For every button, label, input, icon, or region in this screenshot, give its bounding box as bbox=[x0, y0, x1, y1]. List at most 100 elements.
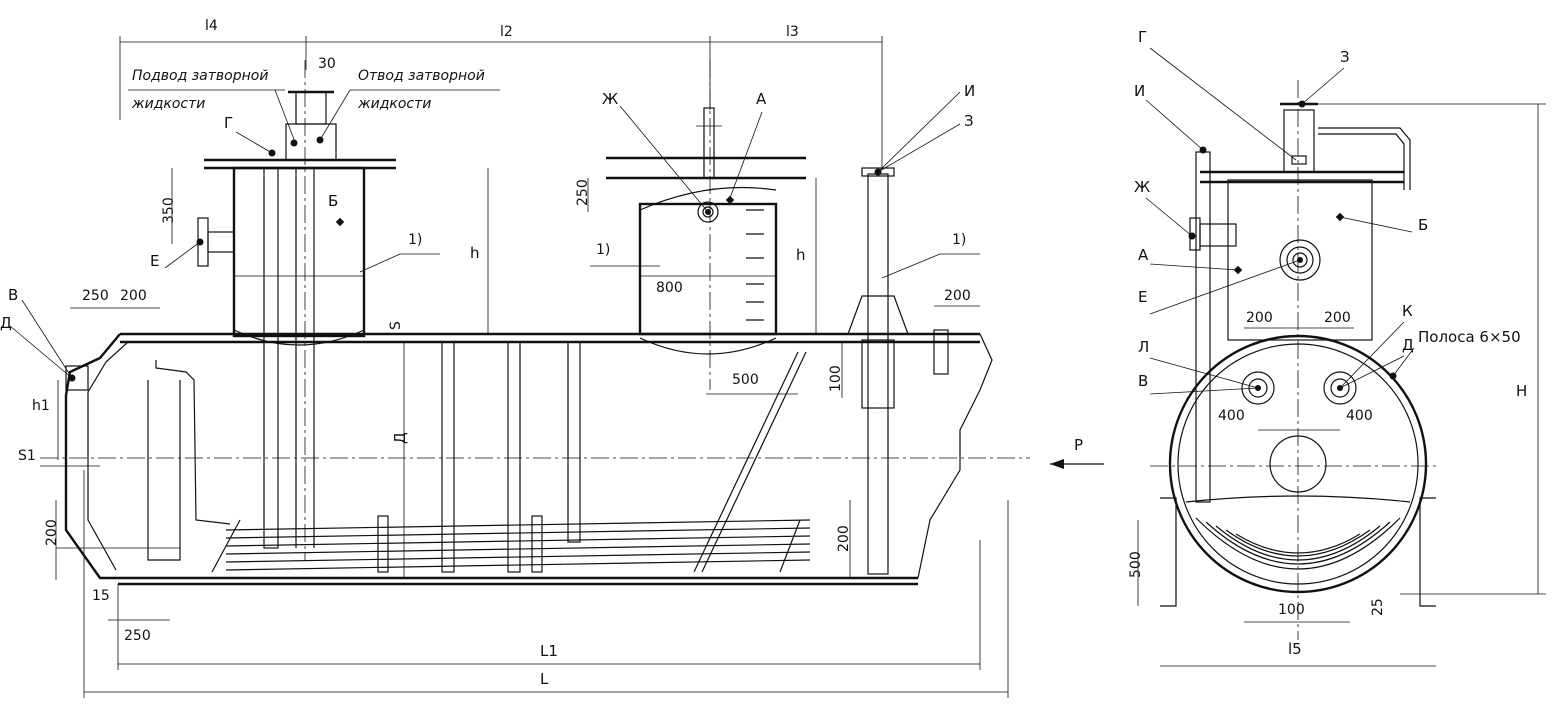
label-e: Е bbox=[150, 252, 159, 270]
coil-support bbox=[377, 515, 389, 573]
left-head-inner bbox=[87, 341, 129, 571]
dim-h-mid: h bbox=[796, 246, 806, 264]
end-label-l: Л bbox=[1138, 338, 1149, 356]
end-dim-25: 25 bbox=[1370, 598, 1386, 616]
left-chamber bbox=[147, 380, 181, 561]
column-support bbox=[847, 295, 909, 335]
end-e-ring-inner bbox=[1292, 252, 1308, 268]
end-coil-top bbox=[1185, 495, 1411, 503]
end-saddle-left bbox=[1160, 497, 1177, 607]
right-column-cap bbox=[861, 167, 895, 177]
point-supply bbox=[290, 139, 298, 147]
dim-h-left: h bbox=[470, 244, 480, 262]
leader bbox=[1149, 259, 1301, 315]
coil-support bbox=[531, 515, 543, 573]
leader bbox=[1149, 47, 1297, 161]
end-label-k: К bbox=[1402, 302, 1413, 320]
dome-center-liquid bbox=[639, 186, 777, 211]
end-coil bbox=[1195, 517, 1401, 570]
end-coil bbox=[1205, 521, 1391, 565]
end-left-column bbox=[1195, 151, 1211, 503]
mark-1a: 1) bbox=[408, 232, 422, 248]
leader bbox=[1145, 197, 1193, 237]
left-pipe bbox=[155, 360, 231, 525]
end-dim-400a: 400 bbox=[1218, 408, 1245, 424]
end-dim-h: Н bbox=[1516, 382, 1527, 400]
right-column bbox=[867, 173, 889, 575]
label-i: И bbox=[964, 82, 975, 100]
end-coil bbox=[1235, 533, 1361, 554]
end-label-i: И bbox=[1134, 82, 1145, 100]
coil-end bbox=[779, 519, 801, 573]
dim-s1: S1 bbox=[18, 448, 36, 464]
dim-l1: L1 bbox=[540, 642, 558, 660]
end-coil bbox=[1225, 529, 1371, 557]
leader bbox=[881, 253, 941, 279]
dim-350: 350 bbox=[161, 197, 177, 224]
dim-200-left: 200 bbox=[44, 519, 60, 546]
end-label-strip: Полоса 6×50 bbox=[1418, 328, 1521, 346]
dome-center bbox=[638, 202, 778, 336]
coil bbox=[225, 543, 811, 555]
zh-ring-inner bbox=[702, 206, 714, 218]
label-b: Б bbox=[328, 192, 338, 210]
leader-v bbox=[21, 299, 73, 379]
end-label-zh: Ж bbox=[1134, 178, 1150, 196]
leader bbox=[1145, 99, 1204, 151]
dim-250-bottom: 250 bbox=[124, 628, 151, 644]
end-pipe-right-2 bbox=[1318, 133, 1405, 190]
leader-e bbox=[164, 241, 201, 269]
leader-i bbox=[877, 91, 961, 173]
dim-500: 500 bbox=[732, 372, 759, 388]
label-p: Р bbox=[1074, 436, 1083, 454]
leader-a bbox=[729, 111, 763, 199]
end-e-ring-outer bbox=[1279, 239, 1321, 281]
label-zh: Ж bbox=[602, 90, 618, 108]
coil bbox=[225, 519, 811, 531]
end-dim-l5: l5 bbox=[1288, 640, 1302, 658]
end-dome bbox=[1227, 179, 1373, 341]
leader-zh bbox=[619, 105, 709, 213]
dim-250: 250 bbox=[82, 288, 109, 304]
label-a: А bbox=[756, 90, 767, 108]
end-label-g: Г bbox=[1138, 28, 1147, 46]
point-drain bbox=[316, 136, 324, 144]
dim-250-center: 250 bbox=[575, 179, 591, 206]
dim-s: S bbox=[388, 321, 404, 330]
end-label-a: А bbox=[1138, 246, 1149, 264]
coil bbox=[225, 551, 811, 563]
leader bbox=[1339, 355, 1405, 389]
right-flange bbox=[933, 329, 949, 375]
dim-d: Д bbox=[391, 432, 409, 444]
end-label-d: Д bbox=[1402, 336, 1414, 354]
dim-200: 200 bbox=[120, 288, 147, 304]
end-ring-k-inner bbox=[1330, 378, 1350, 398]
side-view: l4 l2 l3 30 Подвод затворной жидкости От… bbox=[0, 18, 1104, 698]
note-supply-line2: жидкости bbox=[131, 96, 205, 112]
dim-l2: l2 bbox=[500, 24, 513, 40]
inclined-pipe bbox=[693, 351, 799, 573]
mark-1b: 1) bbox=[596, 242, 610, 258]
note-drain-line1: Отвод затворной bbox=[358, 68, 485, 84]
coil bbox=[225, 535, 811, 547]
leader bbox=[1149, 387, 1259, 395]
leader bbox=[319, 89, 351, 141]
end-dim-200a: 200 bbox=[1246, 310, 1273, 326]
left-head bbox=[64, 333, 121, 580]
label-v: В bbox=[8, 286, 18, 304]
nozzle-e-pipe bbox=[207, 231, 235, 253]
end-g-box bbox=[1291, 155, 1307, 165]
leader bbox=[359, 253, 401, 273]
note-drain-line2: жидкости bbox=[357, 96, 431, 112]
end-ring-l-outer bbox=[1241, 371, 1275, 405]
end-ring-l-inner bbox=[1248, 378, 1268, 398]
leader bbox=[1339, 216, 1413, 233]
end-saddle-right bbox=[1419, 497, 1436, 607]
right-break bbox=[917, 333, 993, 579]
end-e-ring-mid bbox=[1286, 246, 1314, 274]
leader-z bbox=[877, 123, 961, 173]
leader bbox=[274, 89, 296, 143]
dim-l: L bbox=[540, 670, 549, 688]
end-pipe-right bbox=[1318, 127, 1411, 190]
